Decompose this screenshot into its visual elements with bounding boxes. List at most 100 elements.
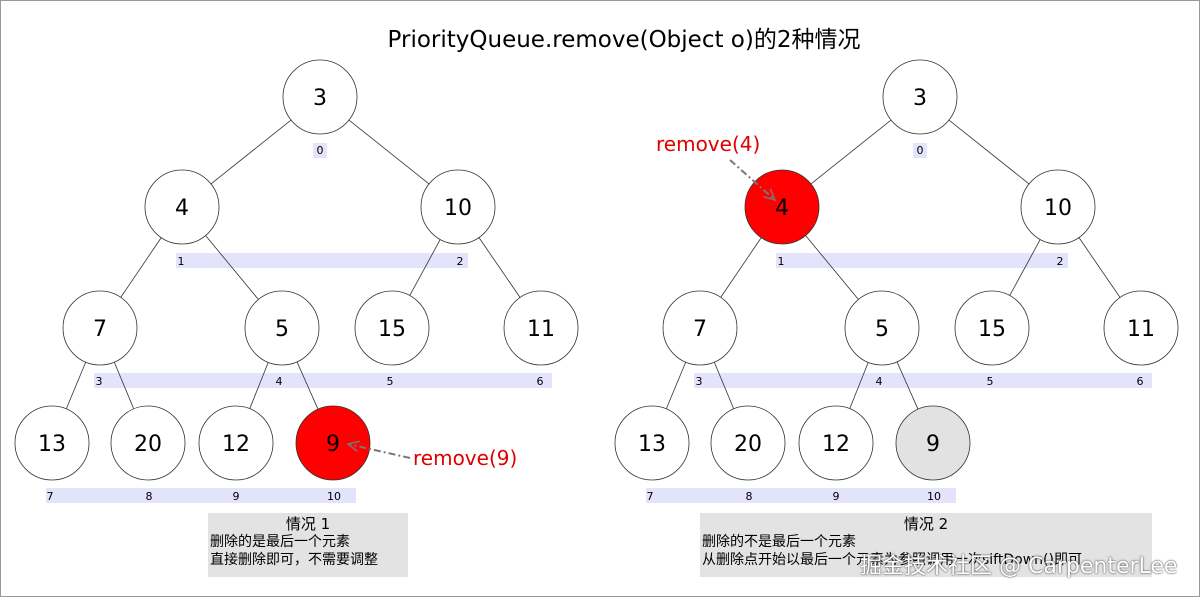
- left-edge-2-6: [478, 237, 521, 298]
- remove-4-label: remove(4): [656, 132, 760, 156]
- right-index-band-2: [694, 373, 1152, 388]
- left-index-band-3: [46, 488, 356, 503]
- left-node-label-10: 9: [326, 432, 340, 457]
- left-edge-0-2: [348, 119, 430, 185]
- left-node-2: [420, 169, 496, 245]
- case-2-title: 情况 2: [903, 515, 949, 533]
- left-node-0: [282, 59, 358, 135]
- right-node-0: [882, 59, 958, 135]
- right-index-label-0: 0: [917, 144, 924, 157]
- left-node-label-9: 12: [222, 432, 250, 457]
- right-edge-1-3: [720, 237, 762, 298]
- left-node-label-1: 4: [175, 196, 189, 221]
- right-node-9: [798, 405, 874, 481]
- left-node-label-7: 13: [38, 432, 66, 457]
- left-index-label-2: 2: [457, 255, 464, 268]
- left-edge-2-5: [409, 239, 441, 296]
- case-2-line-1: 删除的不是最后一个元素: [702, 534, 856, 550]
- right-node-label-3: 7: [693, 317, 707, 342]
- remove-4-arrow-head: [763, 188, 777, 202]
- right-node-10: [895, 405, 971, 481]
- left-index-band-2: [94, 373, 552, 388]
- left-edge-1-4: [205, 235, 259, 300]
- diagram-title: PriorityQueue.remove(Object o)的2种情况: [387, 27, 861, 53]
- left-index-label-0: 0: [317, 144, 324, 157]
- right-node-label-4: 5: [875, 317, 889, 342]
- left-index-label-4: 4: [276, 375, 283, 388]
- right-edge-4-9: [849, 362, 869, 409]
- right-node-label-1: 4: [775, 196, 789, 221]
- left-index-label-6: 6: [537, 375, 544, 388]
- left-node-4: [244, 290, 320, 366]
- left-node-8: [110, 405, 186, 481]
- left-edge-3-8: [113, 361, 135, 410]
- right-node-label-7: 13: [638, 432, 666, 457]
- right-edge-4-10: [896, 361, 919, 410]
- right-edge-3-8: [713, 361, 735, 410]
- case-1-line-1: 删除的是最后一个元素: [210, 534, 350, 550]
- right-index-label-5: 5: [987, 375, 994, 388]
- left-index-band-0: [313, 143, 327, 158]
- left-index-label-3: 3: [96, 375, 103, 388]
- case-1-box: 情况 1 删除的是最后一个元素 直接删除即可，不需要调整: [208, 513, 408, 577]
- right-index-label-8: 8: [746, 490, 753, 503]
- right-node-2: [1020, 169, 1096, 245]
- left-edge-3-7: [65, 361, 87, 410]
- right-index-label-10: 10: [927, 490, 941, 503]
- right-edge-1-4: [805, 235, 859, 300]
- right-node-label-2: 10: [1044, 196, 1072, 221]
- right-edge-3-7: [665, 361, 687, 410]
- left-index-label-9: 9: [233, 490, 240, 503]
- left-edge-1-3: [120, 237, 162, 298]
- left-node-label-0: 3: [313, 86, 327, 111]
- right-index-label-4: 4: [876, 375, 883, 388]
- case-1-title: 情况 1: [285, 515, 331, 533]
- right-index-label-9: 9: [833, 490, 840, 503]
- left-node-label-6: 11: [527, 317, 555, 342]
- right-node-8: [710, 405, 786, 481]
- left-node-1: [144, 169, 220, 245]
- right-node-label-10: 9: [926, 432, 940, 457]
- right-index-band-1: [776, 253, 1068, 268]
- right-node-5: [954, 290, 1030, 366]
- right-node-7: [614, 405, 690, 481]
- right-edge-2-6: [1078, 237, 1121, 298]
- left-node-label-8: 20: [134, 432, 162, 457]
- right-node-label-6: 11: [1127, 317, 1155, 342]
- right-node-label-0: 3: [913, 86, 927, 111]
- left-index-label-5: 5: [387, 375, 394, 388]
- right-node-4: [844, 290, 920, 366]
- left-node-9: [198, 405, 274, 481]
- right-index-band-0: [913, 143, 927, 158]
- right-index-label-1: 1: [778, 255, 785, 268]
- right-edge-0-2: [948, 119, 1030, 185]
- right-node-label-8: 20: [734, 432, 762, 457]
- right-index-label-3: 3: [696, 375, 703, 388]
- left-index-label-1: 1: [178, 255, 185, 268]
- right-node-label-5: 15: [978, 317, 1006, 342]
- remove-9-arrow: [347, 443, 411, 459]
- case-1-line-2: 直接删除即可，不需要调整: [210, 552, 378, 568]
- right-edge-2-5: [1009, 239, 1041, 296]
- right-index-label-6: 6: [1137, 375, 1144, 388]
- right-node-3: [662, 290, 738, 366]
- remove-9-label: remove(9): [413, 446, 517, 470]
- right-node-1: [744, 169, 820, 245]
- left-node-5: [354, 290, 430, 366]
- right-node-6: [1103, 290, 1179, 366]
- left-node-3: [62, 290, 138, 366]
- watermark: 掘金技术社区 @ CarpenterLee: [860, 554, 1178, 579]
- left-index-band-1: [176, 253, 468, 268]
- left-edge-4-10: [296, 361, 319, 410]
- case-2-box: 情况 2 删除的不是最后一个元素 从删除点开始以最后一个元素为参照调用一次sif…: [700, 513, 1152, 577]
- right-node-label-9: 12: [822, 432, 850, 457]
- right-index-label-7: 7: [647, 490, 654, 503]
- remove-9-arrow-head: [346, 440, 360, 453]
- index-bands: [46, 143, 1152, 503]
- tree-edges: [65, 119, 1121, 410]
- left-index-label-7: 7: [47, 490, 54, 503]
- right-index-label-2: 2: [1057, 255, 1064, 268]
